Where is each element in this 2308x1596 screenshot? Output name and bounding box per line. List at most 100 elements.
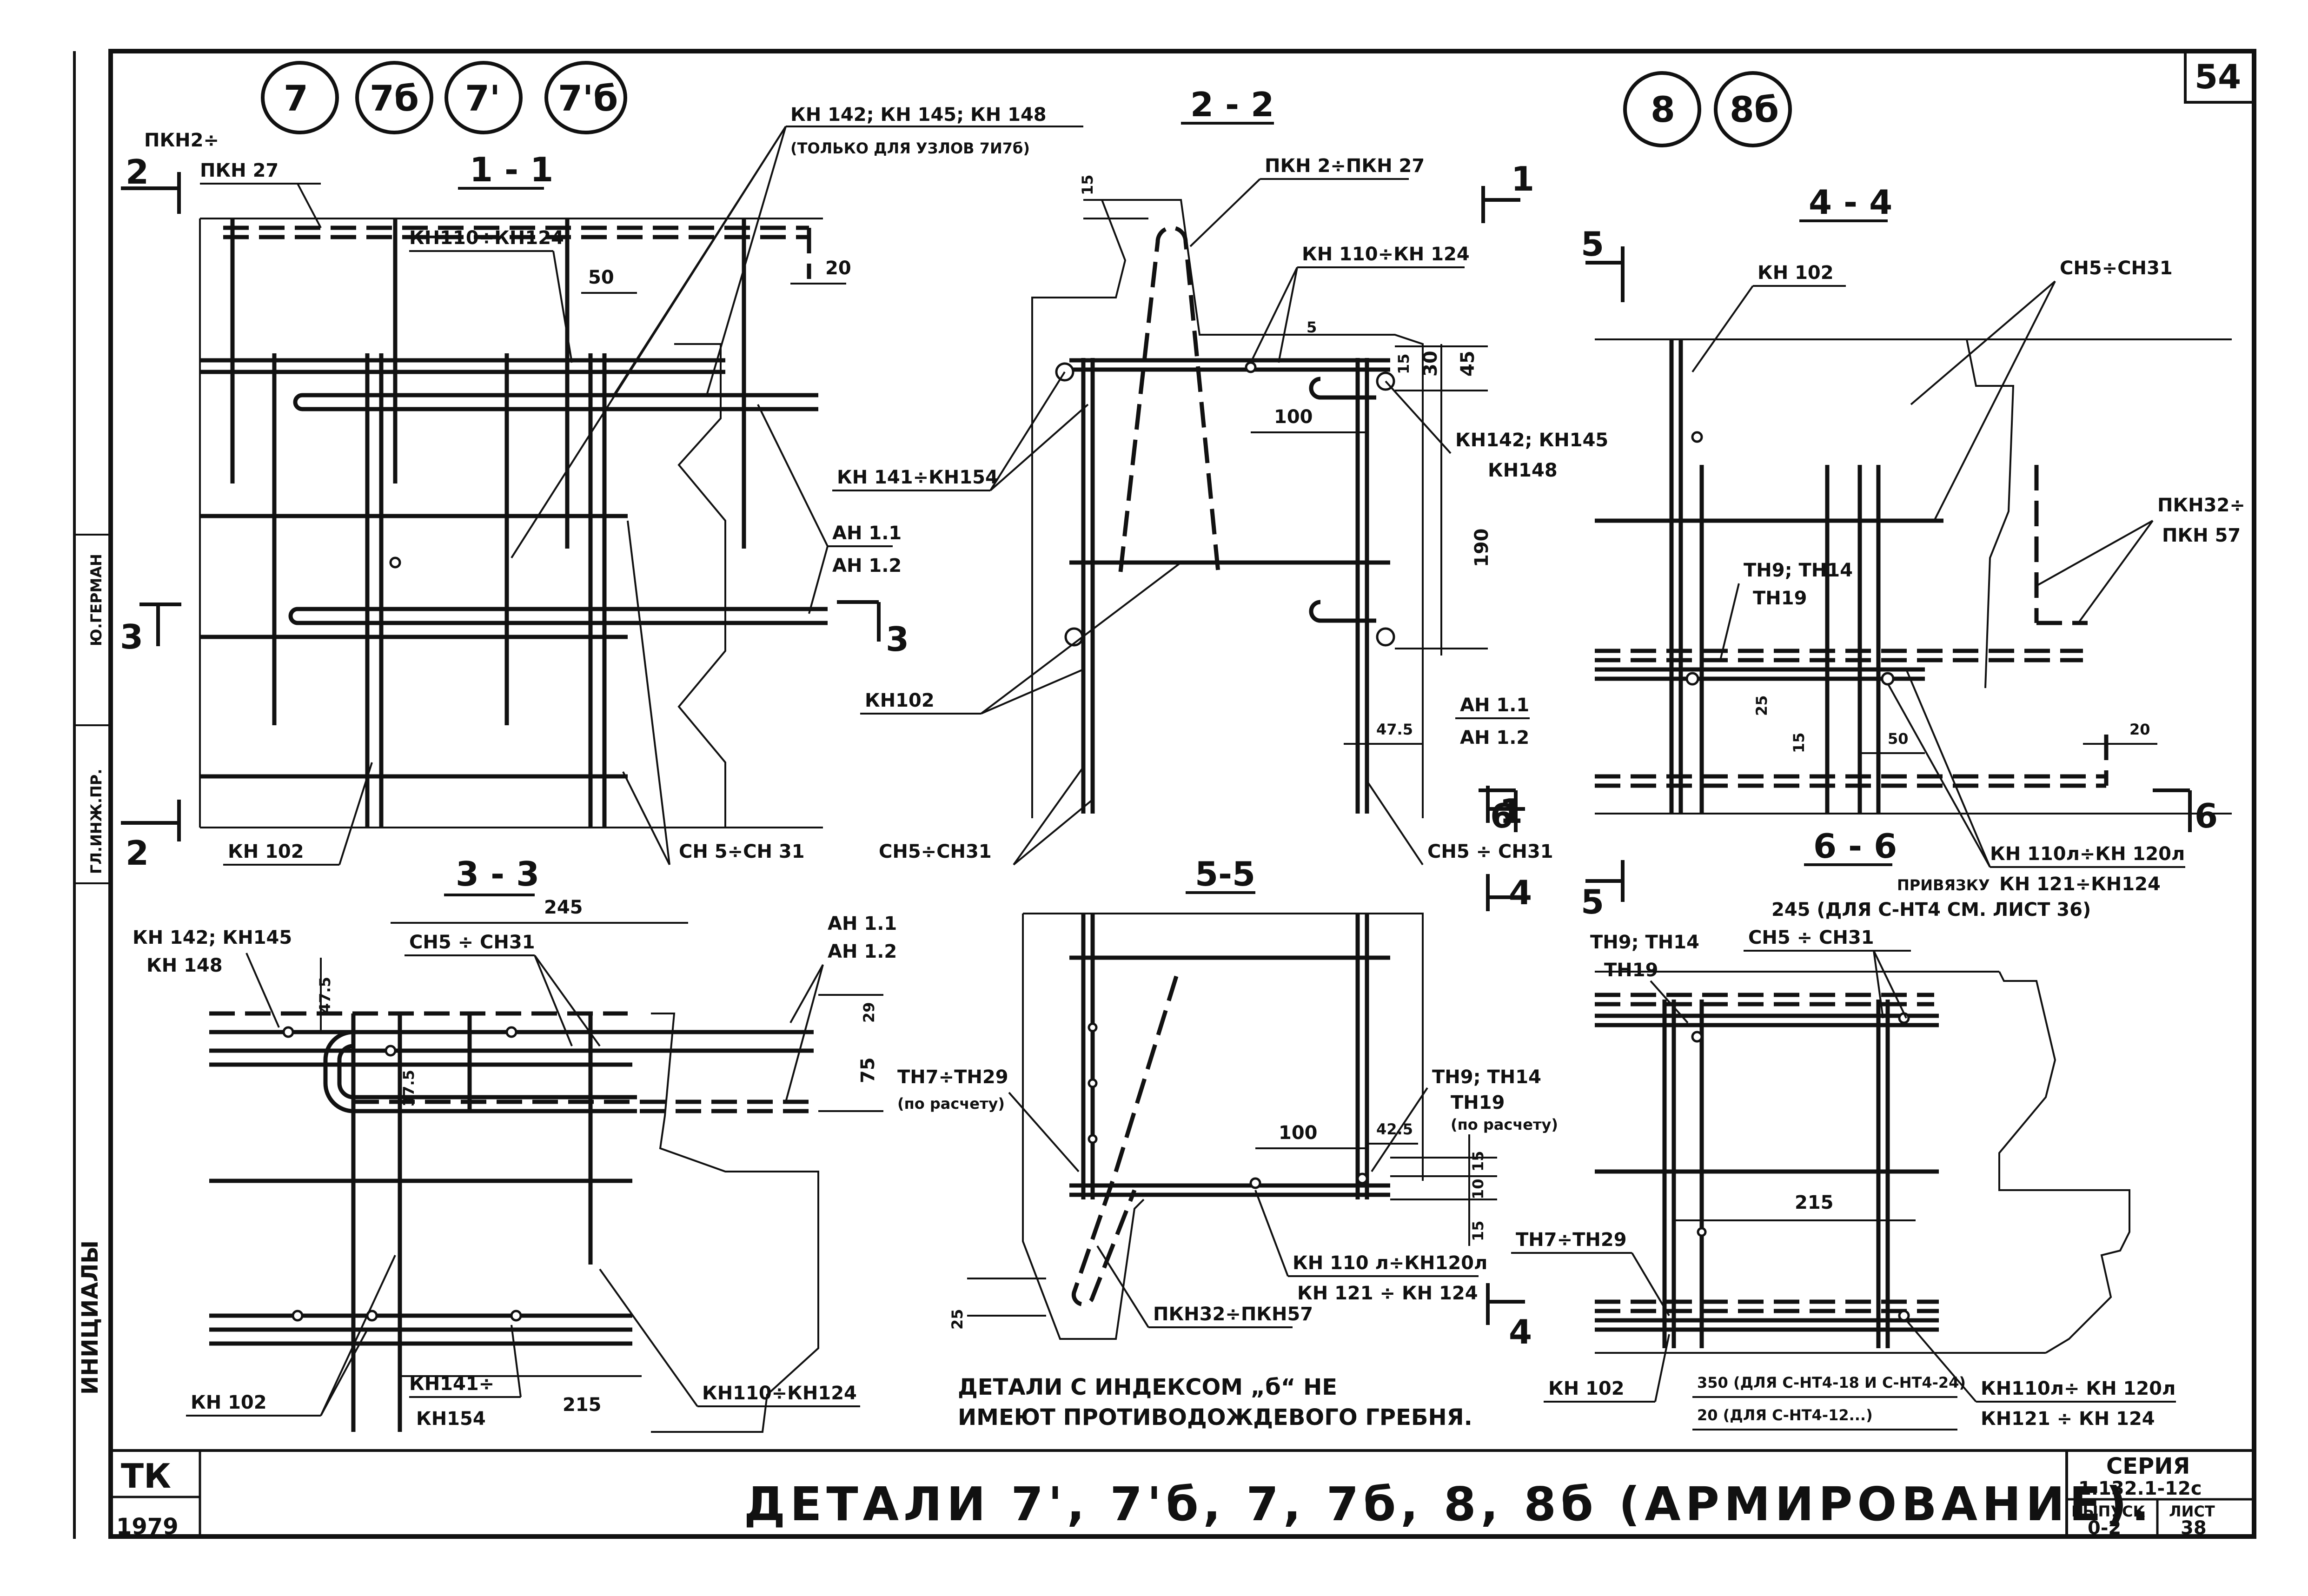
label-th19: ТН19 [1451, 1092, 1505, 1113]
label-privyazka: ПРИВЯЗКУ [1897, 876, 1990, 894]
dim-100: 100 [1274, 406, 1313, 428]
rebar-section [1245, 361, 1257, 373]
dim-47-5: 47.5 [316, 977, 334, 1013]
dim-5: 5 [1307, 318, 1317, 336]
stamp-side-text: ИНИЦИАЛЫ [77, 1240, 103, 1395]
issue-label: ВЫПУСК [2071, 1503, 2145, 1520]
label-ch-left: СН5÷СН31 [879, 841, 992, 862]
leader-line [1887, 683, 1991, 868]
node-circle [544, 61, 627, 134]
leader-line [534, 954, 601, 1047]
dim-190: 190 [1471, 529, 1492, 568]
node-label: 8б [1730, 89, 1779, 130]
dim-45: 45 [1457, 351, 1479, 377]
rebar-section [389, 556, 401, 569]
label-kn142: КН 142; КН 145; КН 148 [790, 104, 1047, 126]
dim-50: 50 [1888, 730, 1909, 748]
leader-line [599, 1268, 698, 1407]
node-markers-left: 7 7б 7' 7'б [261, 61, 627, 134]
leader-line [1366, 780, 1424, 866]
dim-215: 215 [563, 1394, 602, 1416]
leader-line [989, 404, 1089, 491]
leader-line [534, 955, 573, 1046]
dim-25: 25 [948, 1309, 966, 1330]
leader-line [511, 126, 787, 559]
section-title: 5-5 [1195, 854, 1255, 894]
rebar-section [1691, 431, 1703, 443]
rebar-section [1088, 1134, 1098, 1144]
label-pkn: ПКН32÷ПКН57 [1153, 1304, 1313, 1325]
leader-line [245, 953, 280, 1028]
dim-100: 100 [1279, 1122, 1318, 1144]
node-label: 7б [370, 78, 419, 119]
stamp-name: Ю.ГЕРМАН [87, 554, 105, 646]
label-th-b: ТН19 [1753, 588, 1807, 609]
label-kn110: КН 110л÷КН 120л [1990, 843, 2185, 865]
series-value: 1.132.1-12с [2078, 1478, 2202, 1499]
cut-label: 4 [1509, 1312, 1532, 1351]
leader-line [338, 762, 373, 865]
cut-label: 1 [1499, 792, 1523, 831]
rebar-section [510, 1310, 522, 1322]
label-ah1: АН 1.1 [828, 913, 897, 934]
dim-20: 20 [2129, 721, 2150, 738]
cut-label: 4 [1509, 873, 1532, 912]
dim-42-5: 42.5 [1376, 1120, 1413, 1138]
label-kn110: КН110÷КН124 [702, 1383, 857, 1404]
rebar-section [1691, 1031, 1703, 1043]
leader-line [622, 771, 670, 865]
label-kn102: КН 102 [1548, 1378, 1625, 1399]
rib-dashed-bar [1071, 975, 1179, 1307]
label-kn121: КН 121÷КН124 [1999, 874, 2161, 895]
label-ch: СН5 ÷ СН31 [1748, 927, 1874, 948]
cut-label: 5 [1581, 882, 1604, 921]
leader-line [1933, 281, 2056, 521]
leader-line [1905, 669, 1991, 868]
dim-20: 20 (ДЛЯ С-НТ4-12...) [1697, 1406, 1873, 1424]
page-number-box [2184, 50, 2255, 104]
org-label: ТК [121, 1457, 171, 1496]
dim-75: 75 [857, 1057, 879, 1083]
cut-label: 3 [120, 617, 143, 656]
label-th729: ТН7÷ТН29 [1516, 1229, 1627, 1251]
rebar-section [1088, 1022, 1098, 1033]
section-1-1: 1 - 1 2 [120, 104, 1083, 873]
dim-25: 25 [1753, 695, 1771, 716]
leader-line [627, 520, 670, 865]
series-label: СЕРИЯ [2106, 1453, 2190, 1479]
dim-10: 10 [1469, 1179, 1487, 1199]
dim-37-5: 37.5 [400, 1070, 418, 1106]
label-calc2: (по расчету) [1451, 1116, 1558, 1133]
rebar-section [292, 1310, 304, 1322]
label-th9: ТН9; ТН14 [1590, 932, 1699, 953]
cut-label: 1 [1511, 159, 1534, 199]
label-kn141: КН 141÷КН154 [837, 467, 998, 488]
section-6-6: 6 - 6 ТН9; ТН14 ТН19 СН5 ÷ СН31 21 [1511, 827, 2176, 1430]
leader-line [1278, 267, 1298, 363]
dim-245-note: 245 (ДЛЯ С-НТ4 СМ. ЛИСТ 36) [1771, 899, 2091, 921]
label-ah1: АН 1.1 [832, 523, 902, 544]
label-ch-right: СН5 ÷ СН31 [1427, 841, 1553, 862]
rebar-section [1898, 1310, 1910, 1322]
rebar-section [1376, 627, 1395, 647]
label-th729: ТН7÷ТН29 [897, 1066, 1008, 1088]
rebar-hook [293, 393, 303, 411]
leader-line [1910, 280, 2056, 405]
rebar-section [1356, 1172, 1368, 1185]
leader-line [789, 964, 824, 1023]
leader-line [1905, 1319, 1977, 1403]
label-ch: СН5 ÷ СН31 [409, 932, 535, 953]
label-ah2: АН 1.2 [1460, 727, 1529, 748]
rebar-section [505, 1026, 517, 1038]
concrete-profile [674, 343, 726, 828]
label-pkn: ПКН 2÷ПКН 27 [1265, 155, 1425, 177]
leader-line [320, 1329, 368, 1416]
section-2-2: 2 - 2 15 ПКН 2÷ПКН 27 КН 110÷КН 124 5 [832, 85, 1608, 912]
leader-line [1371, 1087, 1428, 1172]
concrete-profile [1022, 914, 1145, 1340]
leader-line [1013, 799, 1094, 866]
leader-line [511, 1324, 522, 1397]
leader-line [1013, 766, 1084, 866]
rebar-hook [1309, 377, 1376, 400]
